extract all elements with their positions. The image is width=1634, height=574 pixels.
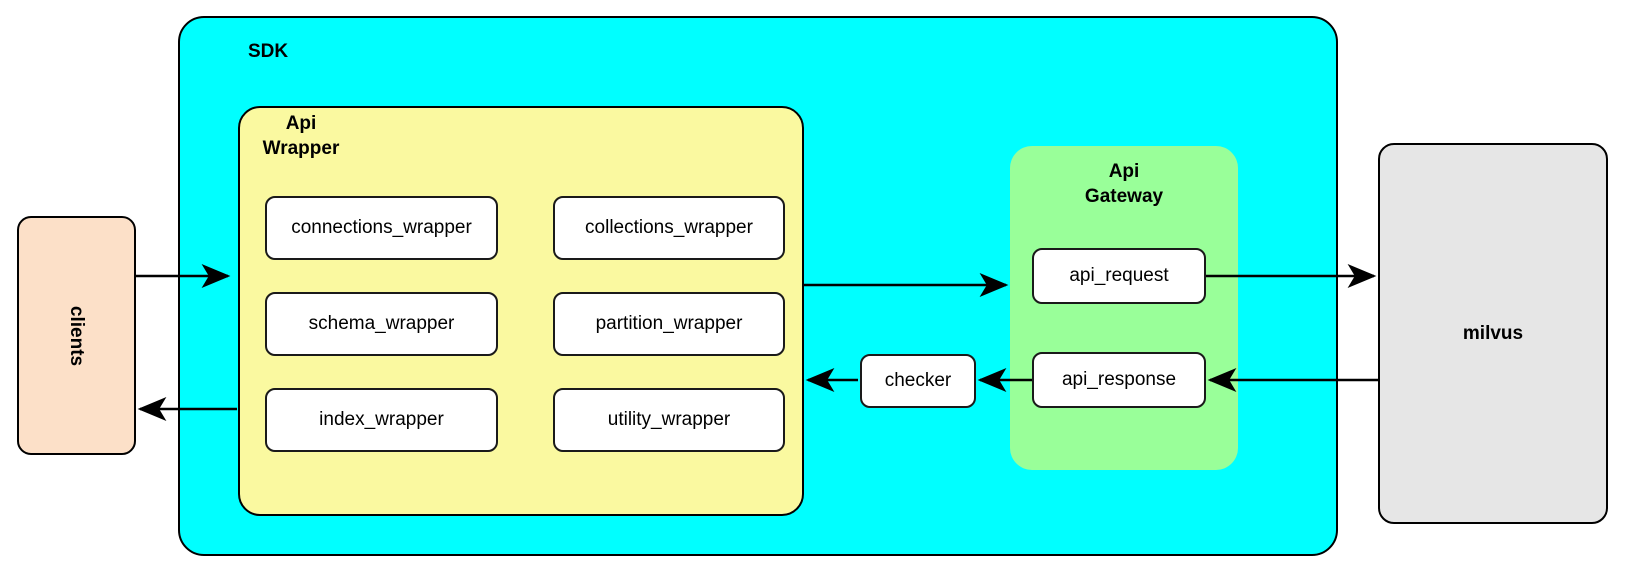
node-schema-wrapper[interactable]: schema_wrapper: [265, 292, 498, 356]
node-partition-wrapper[interactable]: partition_wrapper: [553, 292, 785, 356]
node-connections-wrapper[interactable]: connections_wrapper: [265, 196, 498, 260]
group-api-gateway: [1010, 146, 1238, 470]
node-collections-wrapper[interactable]: collections_wrapper: [553, 196, 785, 260]
actor-clients[interactable]: [17, 216, 136, 455]
node-index-wrapper[interactable]: index_wrapper: [265, 388, 498, 452]
node-utility-wrapper[interactable]: utility_wrapper: [553, 388, 785, 452]
actor-milvus[interactable]: milvus: [1378, 143, 1608, 524]
node-checker[interactable]: checker: [860, 354, 976, 408]
node-api-request[interactable]: api_request: [1032, 248, 1206, 304]
node-api-response[interactable]: api_response: [1032, 352, 1206, 408]
